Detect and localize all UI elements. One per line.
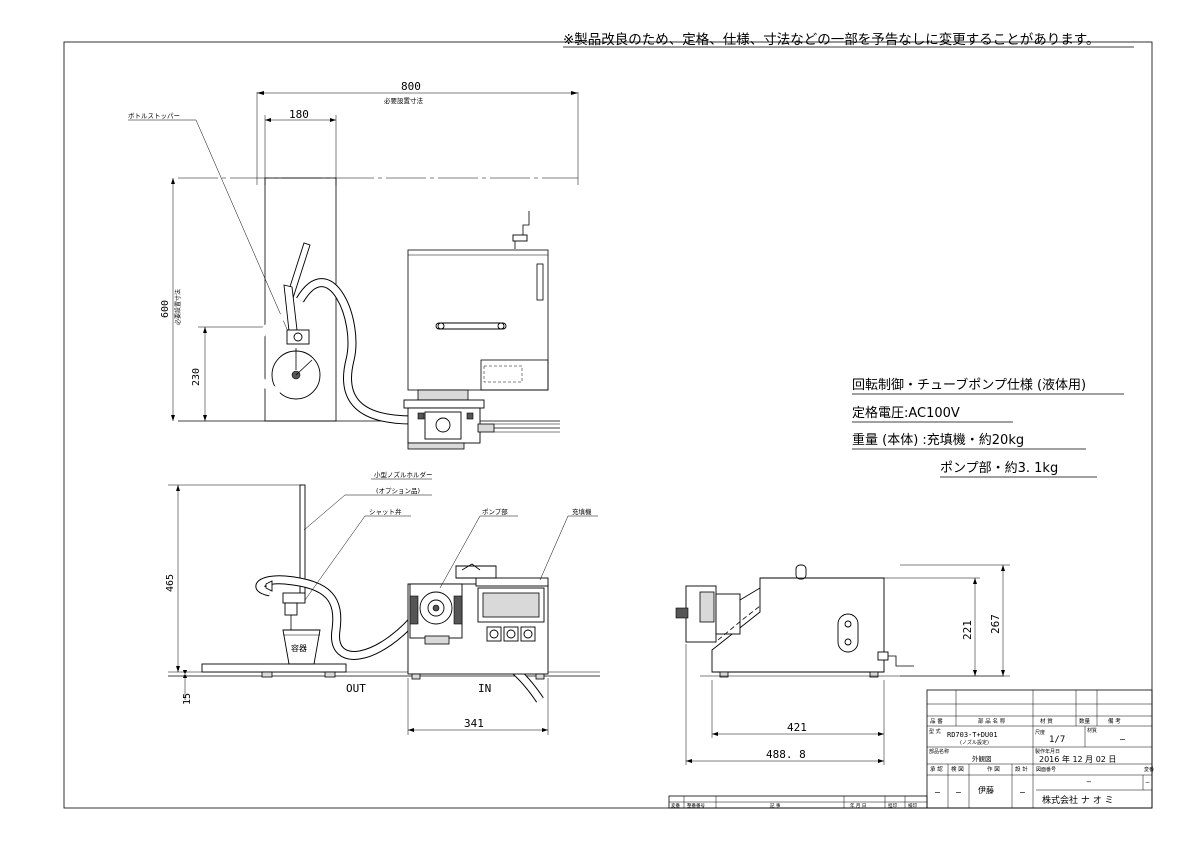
tb-col-item-no: 品 番: [930, 718, 943, 725]
tb-company: 株式会社 ナ オ ミ: [1042, 794, 1114, 806]
side-view: 221 267 421 488. 8: [675, 564, 1010, 765]
callout-filler: 充填機: [572, 507, 592, 516]
rev-col-2: 整番番号: [687, 802, 705, 809]
title-block: 品 番 部 品 名 称 材 質 数量 備 考 型 式 RD703-T+DU01 …: [926, 689, 1154, 809]
tb-col-material: 材 質: [1040, 717, 1053, 725]
callout-shut-valve: シャット弁: [369, 507, 402, 516]
tb-date-label: 製作年月日: [1035, 748, 1060, 755]
spec-line-4: ポンプ部・約3. 1kg: [940, 461, 1058, 476]
tb-approve-val: −: [934, 788, 941, 797]
front-view: 465 15 容器: [165, 470, 600, 735]
tb-scale-label: 尺度: [1035, 729, 1045, 736]
notice-text: ※製品改良のため、定格、仕様、寸法などの一部を予告なしに変更することがあります。: [563, 31, 1099, 48]
spec-line-3: 重量 (本体) :充填機・約20kg: [852, 432, 1024, 448]
dim-600-label: 必要設置寸法: [174, 289, 182, 325]
tb-model-sub: (ノズル設定): [960, 739, 989, 746]
dim-341: 341: [464, 717, 484, 730]
dim-230: 230: [191, 368, 202, 386]
specs-block: 回転制御・チューブポンプ仕様 (液体用) 定格電圧:AC100V 重量 (本体)…: [852, 377, 1124, 478]
rev-col-4: 年 月 日: [850, 802, 866, 809]
tb-col-qty: 数量: [1079, 717, 1091, 725]
rev-col-1: 変番: [671, 802, 680, 809]
tb-drawer: 伊藤: [978, 785, 994, 795]
tb-material-label: 材質: [1087, 727, 1097, 734]
callout-bottle-stopper: ボトルストッパー: [128, 112, 180, 120]
tb-revision-label: 変番: [1144, 766, 1154, 773]
dim-221: 221: [961, 620, 974, 640]
rev-col-6: 検印: [908, 802, 917, 809]
dim-465: 465: [165, 574, 176, 592]
drawing-frame: [63, 41, 1153, 809]
tb-revision: −: [1145, 779, 1150, 786]
tb-date: 2016 年 12 月 02 日: [1039, 754, 1116, 764]
callout-option-item: (オプション品): [376, 487, 420, 495]
tb-sig-check: 検 図: [951, 765, 964, 773]
callout-pump-unit: ポンプ部: [482, 507, 508, 516]
tb-drawing-no: −: [1086, 778, 1092, 786]
dim-421: 421: [787, 721, 807, 734]
dim-800: 800: [401, 80, 421, 93]
dim-488-8: 488. 8: [766, 748, 806, 761]
label-out: OUT: [346, 682, 366, 695]
tb-material: −: [1119, 735, 1126, 744]
tb-part-name-label: 部品名称: [929, 748, 949, 755]
container-label: 容器: [291, 643, 307, 653]
top-view: 800 必要設置寸法 180 600 必要設置寸法 230 ボトルストッパー: [128, 80, 579, 450]
dim-600: 600: [160, 300, 171, 318]
tb-drawing-no-label: 図面番号: [1036, 766, 1056, 773]
tb-part-name: 外観図: [972, 754, 992, 763]
tb-col-remarks: 備 考: [1108, 717, 1121, 725]
tb-sig-approve: 承 認: [930, 765, 943, 773]
spec-line-2: 定格電圧:AC100V: [852, 405, 960, 421]
dim-180: 180: [289, 108, 309, 121]
tb-scale: 1/7: [1049, 735, 1065, 745]
dim-15: 15: [182, 693, 193, 705]
dim-800-label: 必要設置寸法: [384, 96, 424, 105]
tb-check-val: −: [955, 788, 962, 797]
tb-sig-draw: 作 図: [987, 765, 1000, 773]
tb-sig-design: 設 計: [1015, 765, 1028, 773]
spec-line-1: 回転制御・チューブポンプ仕様 (液体用): [852, 377, 1086, 393]
rev-col-3: 記 事: [770, 802, 781, 809]
label-in: IN: [478, 682, 491, 695]
revision-table: 変番 整番番号 記 事 年 月 日 担印 検印: [668, 795, 928, 809]
tb-model-label: 型 式: [929, 728, 941, 735]
rev-col-5: 担印: [888, 802, 897, 809]
callout-nozzle-holder: 小型ノズルホルダー: [374, 470, 433, 479]
tb-model: RD703-T+DU01: [947, 731, 998, 739]
tb-design-val: −: [1019, 788, 1026, 797]
tb-col-part-name: 部 品 名 称: [978, 717, 1006, 725]
dim-267: 267: [989, 614, 1002, 634]
